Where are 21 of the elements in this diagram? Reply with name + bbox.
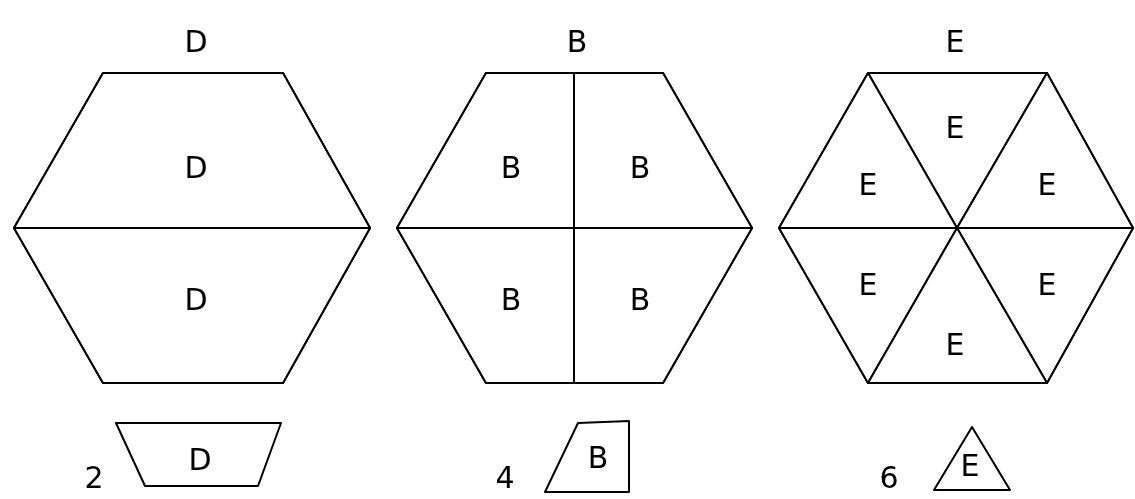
piece-letter: B (587, 443, 609, 473)
piece-letter: E (1037, 170, 1057, 200)
piece-letter: D (188, 445, 212, 475)
hexagon-title: D (184, 27, 208, 57)
count-number: 6 (879, 463, 899, 493)
count-number: 4 (495, 463, 515, 493)
piece-letter: B (629, 153, 651, 183)
piece-letter: E (1037, 270, 1057, 300)
piece-letter: E (945, 113, 965, 143)
count-number: 2 (84, 463, 104, 493)
piece-letter: E (858, 270, 878, 300)
piece-letter: D (184, 285, 208, 315)
piece-letter: B (500, 285, 522, 315)
piece-letter: B (629, 285, 651, 315)
hexagon-title: E (945, 27, 965, 57)
piece-letter: E (945, 330, 965, 360)
hexagon-title: B (566, 27, 588, 57)
piece-letter: E (858, 170, 878, 200)
piece-letter: B (500, 153, 522, 183)
piece-letter: D (184, 153, 208, 183)
piece-letter: E (960, 451, 980, 481)
